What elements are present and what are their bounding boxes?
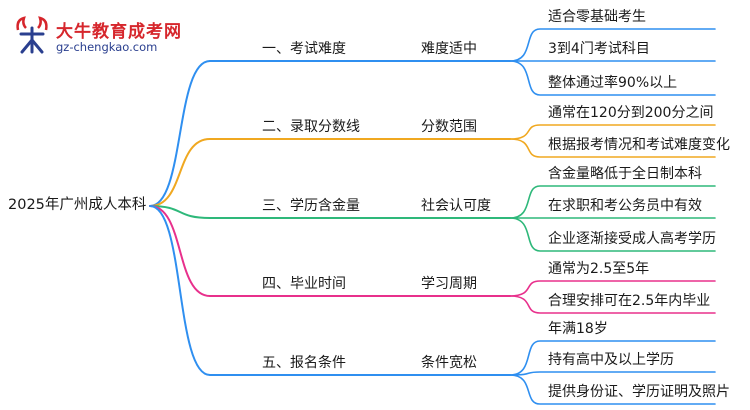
branch-connector-3 <box>149 205 211 219</box>
leaf-label-3-1: 含金量略低于全日制本科 <box>548 166 702 182</box>
leaf-label-2-1: 通常在120分到200分之间 <box>548 105 714 121</box>
leaf-label-3-3: 企业逐渐接受成人高考学历 <box>548 231 716 247</box>
leaf-connector-1-1 <box>509 28 716 62</box>
site-logo[interactable]: 大牛教育成考网 gz-chengkao.com <box>4 14 194 58</box>
branch-label-4: 四、毕业时间 <box>262 276 346 292</box>
leaf-connector-1-3 <box>509 60 716 96</box>
leaf-label-5-3: 提供身份证、学历证明及照片 <box>548 384 730 400</box>
bull-logo-icon <box>16 16 48 54</box>
branch-sub-2: 分数范围 <box>421 119 477 135</box>
leaf-connector-5-3 <box>509 374 716 405</box>
mindmap-root: 2025年广州成人本科 <box>8 197 147 213</box>
branch-connector-5 <box>149 205 211 376</box>
leaf-label-1-3: 整体通过率90%以上 <box>548 75 678 91</box>
leaf-connector-4-1 <box>509 280 716 297</box>
leaf-label-3-2: 在求职和考公务员中有效 <box>548 198 702 214</box>
branch-sub-1: 难度适中 <box>421 41 477 57</box>
leaf-label-4-2: 合理安排可在2.5年内毕业 <box>548 293 711 309</box>
leaf-connector-5-1 <box>509 340 716 376</box>
branch-label-5: 五、报名条件 <box>262 355 346 371</box>
branch-label-2: 二、录取分数线 <box>262 119 360 135</box>
branch-label-3: 三、学历含金量 <box>262 198 360 214</box>
logo-url: gz-chengkao.com <box>56 40 158 54</box>
branch-connector-2 <box>149 138 211 207</box>
leaf-connector-2-1 <box>509 124 716 140</box>
branch-label-1: 一、考试难度 <box>262 41 346 57</box>
branch-connector-1 <box>149 60 211 207</box>
leaf-label-5-2: 持有高中及以上学历 <box>548 352 674 368</box>
leaf-connector-3-1 <box>509 185 716 219</box>
leaf-connector-5-2 <box>509 371 716 376</box>
leaf-label-2-2: 根据报考情况和考试难度变化 <box>548 137 730 153</box>
leaf-label-1-2: 3到4门考试科目 <box>548 41 650 57</box>
branch-sub-3: 社会认可度 <box>421 198 491 214</box>
leaf-label-4-1: 通常为2.5至5年 <box>548 261 650 277</box>
branch-connector-4 <box>149 205 211 297</box>
branch-sub-4: 学习周期 <box>421 276 477 292</box>
leaf-label-1-1: 适合零基础考生 <box>548 9 646 25</box>
leaf-connector-3-3 <box>509 217 716 252</box>
branch-sub-5: 条件宽松 <box>421 355 477 371</box>
leaf-connector-4-2 <box>509 295 716 314</box>
logo-title: 大牛教育成考网 <box>56 22 182 42</box>
leaf-label-5-1: 年满18岁 <box>548 321 608 337</box>
leaf-connector-2-2 <box>509 138 716 158</box>
